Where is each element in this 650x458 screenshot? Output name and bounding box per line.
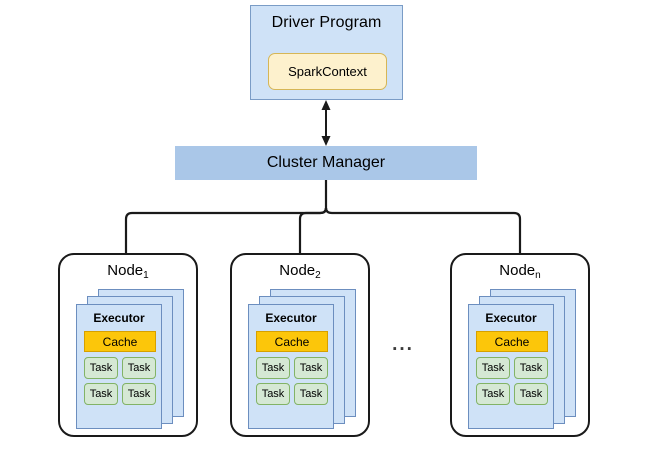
task-label: Task xyxy=(481,362,505,374)
task-label: Task xyxy=(127,388,151,400)
task-box: Task xyxy=(256,383,290,405)
task-box: Task xyxy=(122,357,156,379)
executor-title-1: Executor xyxy=(93,311,145,325)
node-box-1: Node1 Executor Cache Task Task Task Task xyxy=(58,253,198,437)
cache-label-2: Cache xyxy=(274,334,310,349)
node-box-n: Noden Executor Cache Task Task Task Task xyxy=(450,253,590,437)
cache-box-2: Cache xyxy=(256,331,328,352)
cache-label-1: Cache xyxy=(102,334,138,349)
task-label: Task xyxy=(89,362,113,374)
cache-box-n: Cache xyxy=(476,331,548,352)
task-label: Task xyxy=(519,362,543,374)
node-subscript-2: 2 xyxy=(315,270,321,281)
cluster-manager-box: Cluster Manager xyxy=(175,146,477,180)
driver-program-title: Driver Program xyxy=(271,14,382,31)
task-label: Task xyxy=(127,362,151,374)
driver-program-box: Driver Program SparkContext xyxy=(250,5,403,100)
node-subscript-n: n xyxy=(535,270,541,281)
executor-stack-n: Executor Cache Task Task Task Task xyxy=(468,289,576,429)
task-box: Task xyxy=(84,357,118,379)
node-title-n: Noden xyxy=(452,262,588,281)
executor-card-front-n: Executor Cache Task Task Task Task xyxy=(468,304,554,429)
task-label: Task xyxy=(519,388,543,400)
task-grid-1: Task Task Task Task xyxy=(84,357,156,405)
task-label: Task xyxy=(299,388,323,400)
task-label: Task xyxy=(261,362,285,374)
task-box: Task xyxy=(122,383,156,405)
nodes-ellipsis: ... xyxy=(392,334,414,355)
executor-card-front-2: Executor Cache Task Task Task Task xyxy=(248,304,334,429)
node-subscript-1: 1 xyxy=(143,270,149,281)
node-name-2: Node xyxy=(279,262,316,279)
task-label: Task xyxy=(89,388,113,400)
node-box-2: Node2 Executor Cache Task Task Task Task xyxy=(230,253,370,437)
task-box: Task xyxy=(476,357,510,379)
node-name-n: Node xyxy=(499,262,536,279)
executor-stack-1: Executor Cache Task Task Task Task xyxy=(76,289,184,429)
executor-stack-2: Executor Cache Task Task Task Task xyxy=(248,289,356,429)
node-title-1: Node1 xyxy=(60,262,196,281)
task-box: Task xyxy=(294,383,328,405)
cache-label-n: Cache xyxy=(494,334,530,349)
task-label: Task xyxy=(481,388,505,400)
cache-box-1: Cache xyxy=(84,331,156,352)
cluster-manager-label: Cluster Manager xyxy=(266,154,386,171)
node-name-1: Node xyxy=(107,262,144,279)
executor-card-front-1: Executor Cache Task Task Task Task xyxy=(76,304,162,429)
task-label: Task xyxy=(299,362,323,374)
task-box: Task xyxy=(256,357,290,379)
task-box: Task xyxy=(294,357,328,379)
manager-node-tree xyxy=(124,180,522,253)
task-grid-n: Task Task Task Task xyxy=(476,357,548,405)
executor-title-n: Executor xyxy=(485,311,537,325)
task-box: Task xyxy=(476,383,510,405)
sparkcontext-box: SparkContext xyxy=(268,53,387,90)
task-grid-2: Task Task Task Task xyxy=(256,357,328,405)
task-label: Task xyxy=(261,388,285,400)
executor-title-2: Executor xyxy=(265,311,317,325)
driver-manager-arrow xyxy=(321,100,331,146)
sparkcontext-label: SparkContext xyxy=(288,64,367,79)
node-title-2: Node2 xyxy=(232,262,368,281)
task-box: Task xyxy=(514,383,548,405)
task-box: Task xyxy=(84,383,118,405)
task-box: Task xyxy=(514,357,548,379)
